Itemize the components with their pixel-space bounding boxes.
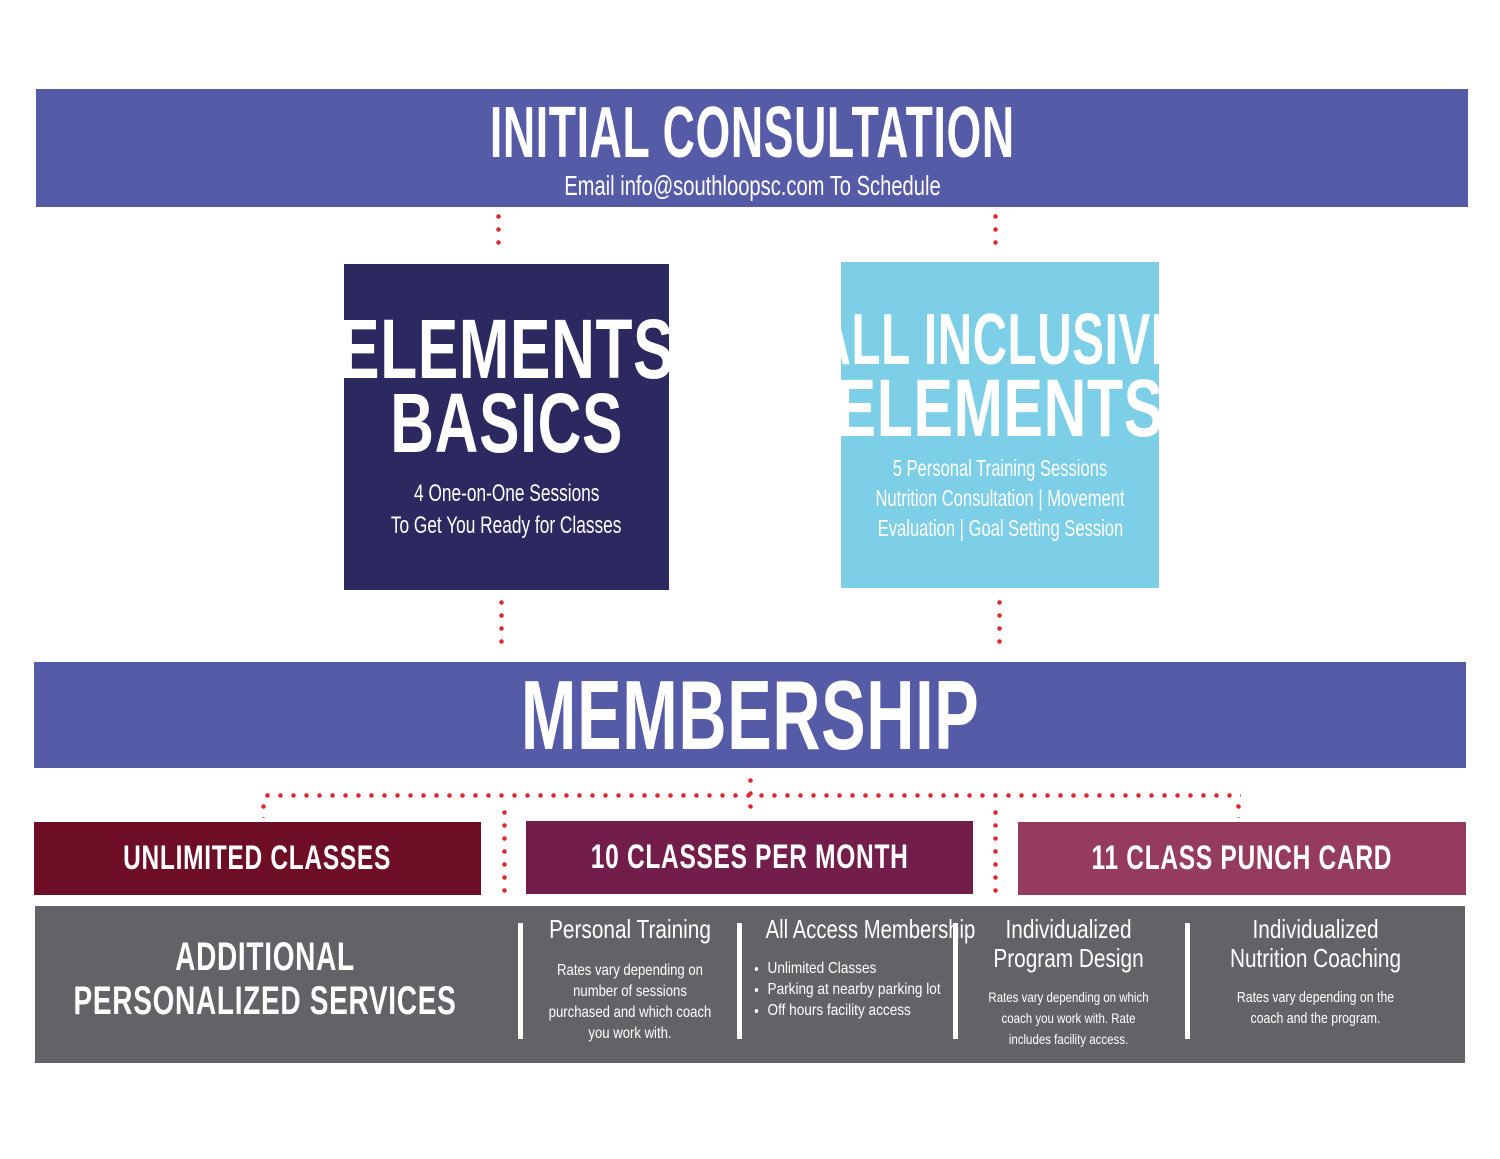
option-10-classes: 10 CLASSES PER MONTH	[526, 821, 973, 894]
connector	[993, 806, 998, 896]
membership-title: MEMBERSHIP	[520, 660, 980, 770]
service-title: Individualized Nutrition Coaching	[1229, 914, 1402, 973]
bullet: Parking at nearby parking lot	[768, 979, 941, 1000]
divider	[737, 923, 742, 1039]
inclusive-title-2: ELEMENTS	[836, 363, 1164, 454]
inclusive-line-1: 5 Personal Training Sessions	[892, 455, 1108, 481]
option-label: 10 CLASSES PER MONTH	[590, 838, 909, 876]
elements-basics-box: ELEMENTS BASICS 4 One-on-One Sessions To…	[339, 264, 673, 590]
service-title: Individualized Program Design	[993, 914, 1144, 973]
service-bullets: Unlimited Classes Parking at nearby park…	[742, 958, 941, 1021]
service-program-design: Individualized Program Design Rates vary…	[966, 915, 1171, 1050]
connector	[496, 210, 501, 252]
service-desc: Rates vary depending on the coach and th…	[1236, 989, 1395, 1027]
inclusive-line-2: Nutrition Consultation | Movement	[875, 485, 1125, 511]
divider	[953, 923, 958, 1039]
bullet: Off hours facility access	[768, 1000, 925, 1021]
service-nutrition-coaching: Individualized Nutrition Coaching Rates …	[1198, 915, 1433, 1029]
service-desc: Rates vary depending on which coach you …	[988, 989, 1149, 1047]
service-all-access: All Access Membership Unlimited Classes …	[742, 914, 976, 1021]
basics-line-1: 4 One-on-One Sessions	[413, 480, 600, 507]
inclusive-line-3: Evaluation | Goal Setting Session	[877, 515, 1123, 541]
connector	[261, 800, 266, 818]
service-personal-training: Personal Training Rates vary depending o…	[528, 915, 732, 1044]
services-title-text: ADDITIONAL PERSONALIZED SERVICES	[73, 935, 457, 1023]
option-punch-card: 11 CLASS PUNCH CARD	[1018, 822, 1466, 895]
connector	[993, 210, 998, 252]
membership-banner: MEMBERSHIP	[34, 662, 1466, 768]
connector	[261, 793, 1241, 798]
option-label: 11 CLASS PUNCH CARD	[1091, 839, 1393, 877]
inclusive-title-1: ALL INCLUSIVE	[816, 300, 1184, 380]
services-title: ADDITIONAL PERSONALIZED SERVICES	[40, 935, 490, 1023]
option-label: UNLIMITED CLASSES	[123, 839, 392, 877]
all-inclusive-elements-box: ALL INCLUSIVE ELEMENTS 5 Personal Traini…	[817, 262, 1183, 588]
connector	[997, 596, 1002, 648]
basics-title-1: ELEMENTS	[338, 302, 675, 396]
basics-line-2: To Get You Ready for Classes	[391, 512, 622, 539]
divider	[1185, 923, 1190, 1039]
bullet: Unlimited Classes	[768, 958, 925, 979]
connector	[1236, 800, 1241, 818]
divider	[518, 923, 523, 1039]
initial-consultation-banner: INITIAL CONSULTATION Email info@southloo…	[36, 89, 1468, 207]
connector	[502, 806, 507, 896]
service-title: All Access Membership	[765, 914, 976, 944]
services-panel	[35, 906, 1465, 1063]
consultation-title: INITIAL CONSULTATION	[489, 93, 1015, 173]
basics-title-2: BASICS	[390, 376, 623, 470]
service-title: Personal Training	[549, 914, 711, 944]
service-desc: Rates vary depending on number of sessio…	[548, 962, 712, 1042]
connector	[499, 596, 504, 648]
option-unlimited-classes: UNLIMITED CLASSES	[34, 822, 481, 895]
consultation-subtitle: Email info@southloopsc.com To Schedule	[563, 170, 941, 201]
